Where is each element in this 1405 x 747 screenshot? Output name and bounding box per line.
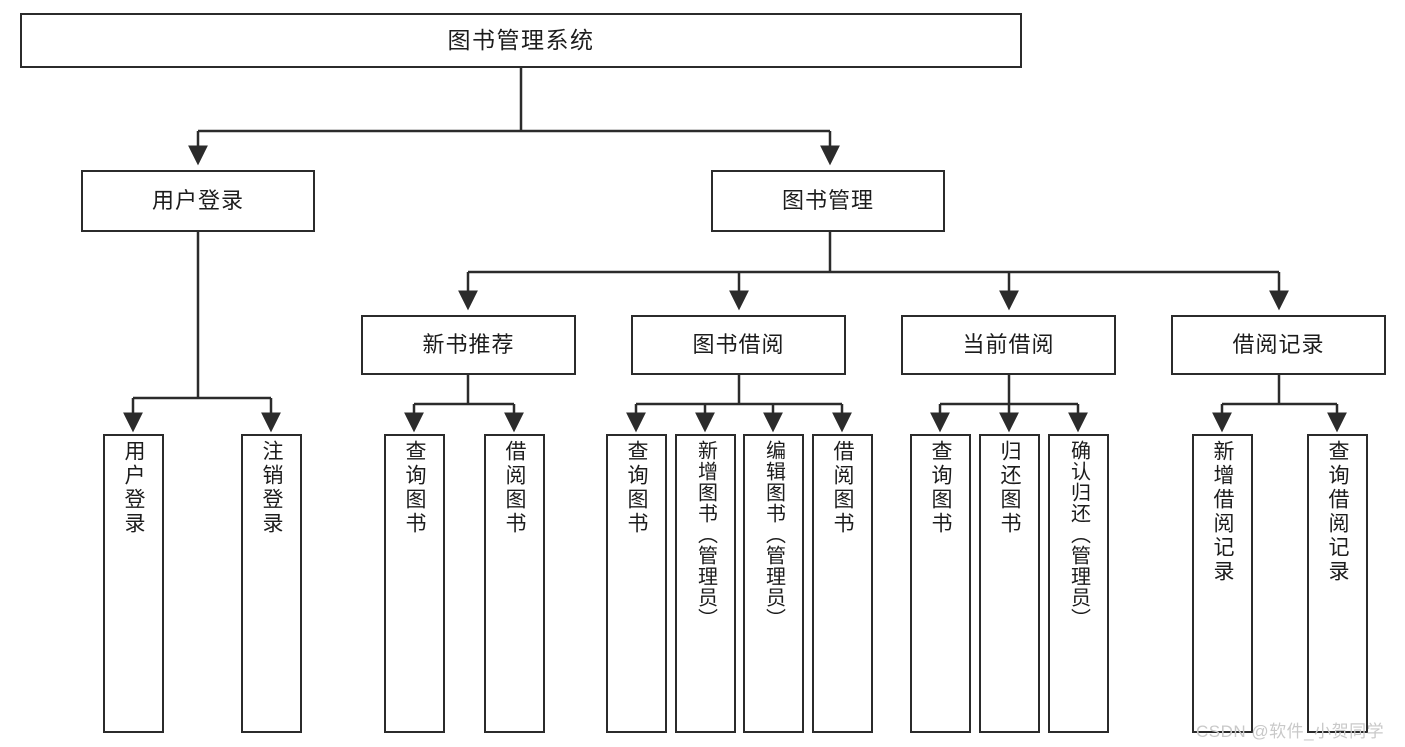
node-book-borrow[interactable]: 图书借阅: [631, 315, 846, 375]
node-label: 归还图书: [998, 440, 1021, 536]
node-label: 图书管理系统: [447, 26, 595, 53]
leaf-borrow-record-query[interactable]: 查询借阅记录: [1307, 434, 1368, 733]
leaf-book-borrow-edit-admin[interactable]: 编辑图书（管理员）: [743, 434, 804, 733]
leaf-current-borrow-return[interactable]: 归还图书: [979, 434, 1040, 733]
node-label: 查询图书: [403, 440, 426, 536]
leaf-user-login-logout[interactable]: 注销登录: [241, 434, 302, 733]
node-label: 注销登录: [260, 440, 283, 536]
leaf-borrow-record-add[interactable]: 新增借阅记录: [1192, 434, 1253, 733]
node-user-login[interactable]: 用户登录: [81, 170, 315, 232]
node-label: 新增借阅记录: [1211, 440, 1234, 584]
node-label: 借阅记录: [1232, 332, 1325, 358]
node-label: 用户登录: [122, 440, 145, 536]
leaf-book-borrow-query[interactable]: 查询图书: [606, 434, 667, 733]
node-label: 借阅图书: [831, 440, 854, 536]
node-label: 查询借阅记录: [1326, 440, 1349, 584]
node-label: 新增图书（管理员）: [694, 440, 717, 629]
node-label: 编辑图书（管理员）: [762, 440, 785, 629]
node-new-book-recommend[interactable]: 新书推荐: [361, 315, 576, 375]
node-label: 图书管理: [781, 188, 874, 214]
node-label: 当前借阅: [962, 332, 1055, 358]
watermark-text: CSDN @软件_小贺同学: [1196, 722, 1385, 741]
leaf-current-borrow-confirm-admin[interactable]: 确认归还（管理员）: [1048, 434, 1109, 733]
leaf-book-borrow-borrow[interactable]: 借阅图书: [812, 434, 873, 733]
leaf-book-borrow-add-admin[interactable]: 新增图书（管理员）: [675, 434, 736, 733]
node-label: 用户登录: [151, 188, 244, 214]
node-label: 图书借阅: [692, 332, 785, 358]
node-label: 新书推荐: [422, 332, 515, 358]
leaf-new-book-query[interactable]: 查询图书: [384, 434, 445, 733]
node-current-borrow[interactable]: 当前借阅: [901, 315, 1116, 375]
leaf-current-borrow-query[interactable]: 查询图书: [910, 434, 971, 733]
node-book-management[interactable]: 图书管理: [711, 170, 945, 232]
node-root-book-management-system[interactable]: 图书管理系统: [20, 13, 1022, 68]
node-label: 借阅图书: [503, 440, 526, 536]
leaf-new-book-borrow[interactable]: 借阅图书: [484, 434, 545, 733]
node-label: 查询图书: [929, 440, 952, 536]
node-label: 查询图书: [625, 440, 648, 536]
leaf-user-login-login[interactable]: 用户登录: [103, 434, 164, 733]
node-borrow-record[interactable]: 借阅记录: [1171, 315, 1386, 375]
node-label: 确认归还（管理员）: [1067, 440, 1090, 629]
